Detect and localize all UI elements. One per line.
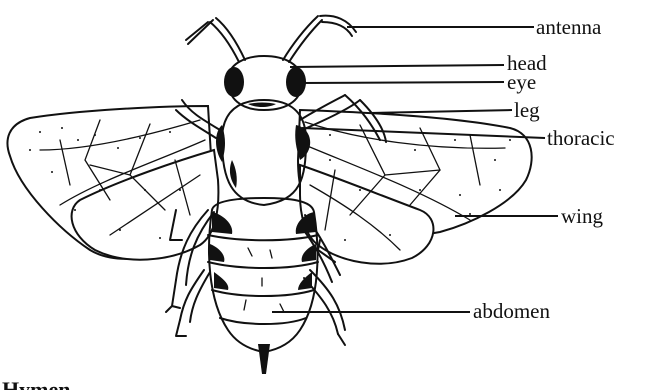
eye-label: eye bbox=[507, 70, 536, 94]
thorax bbox=[216, 100, 310, 205]
head bbox=[224, 56, 306, 110]
wing-label: wing bbox=[561, 204, 604, 228]
bee-illustration bbox=[7, 16, 531, 374]
diagram-caption: Hymen bbox=[2, 377, 70, 390]
abdomen bbox=[208, 198, 318, 374]
eye-leader-line bbox=[300, 82, 504, 83]
abdomen-label: abdomen bbox=[473, 299, 550, 323]
thoracic-label: thoracic bbox=[547, 126, 615, 150]
head-leader-line bbox=[290, 65, 504, 67]
leg-label: leg bbox=[514, 98, 540, 122]
stinger bbox=[258, 344, 270, 374]
leg-leader-line bbox=[370, 110, 512, 113]
antennae bbox=[186, 16, 356, 62]
left-wing bbox=[7, 106, 218, 260]
antenna-label: antenna bbox=[536, 15, 602, 39]
left-eye bbox=[224, 67, 244, 97]
